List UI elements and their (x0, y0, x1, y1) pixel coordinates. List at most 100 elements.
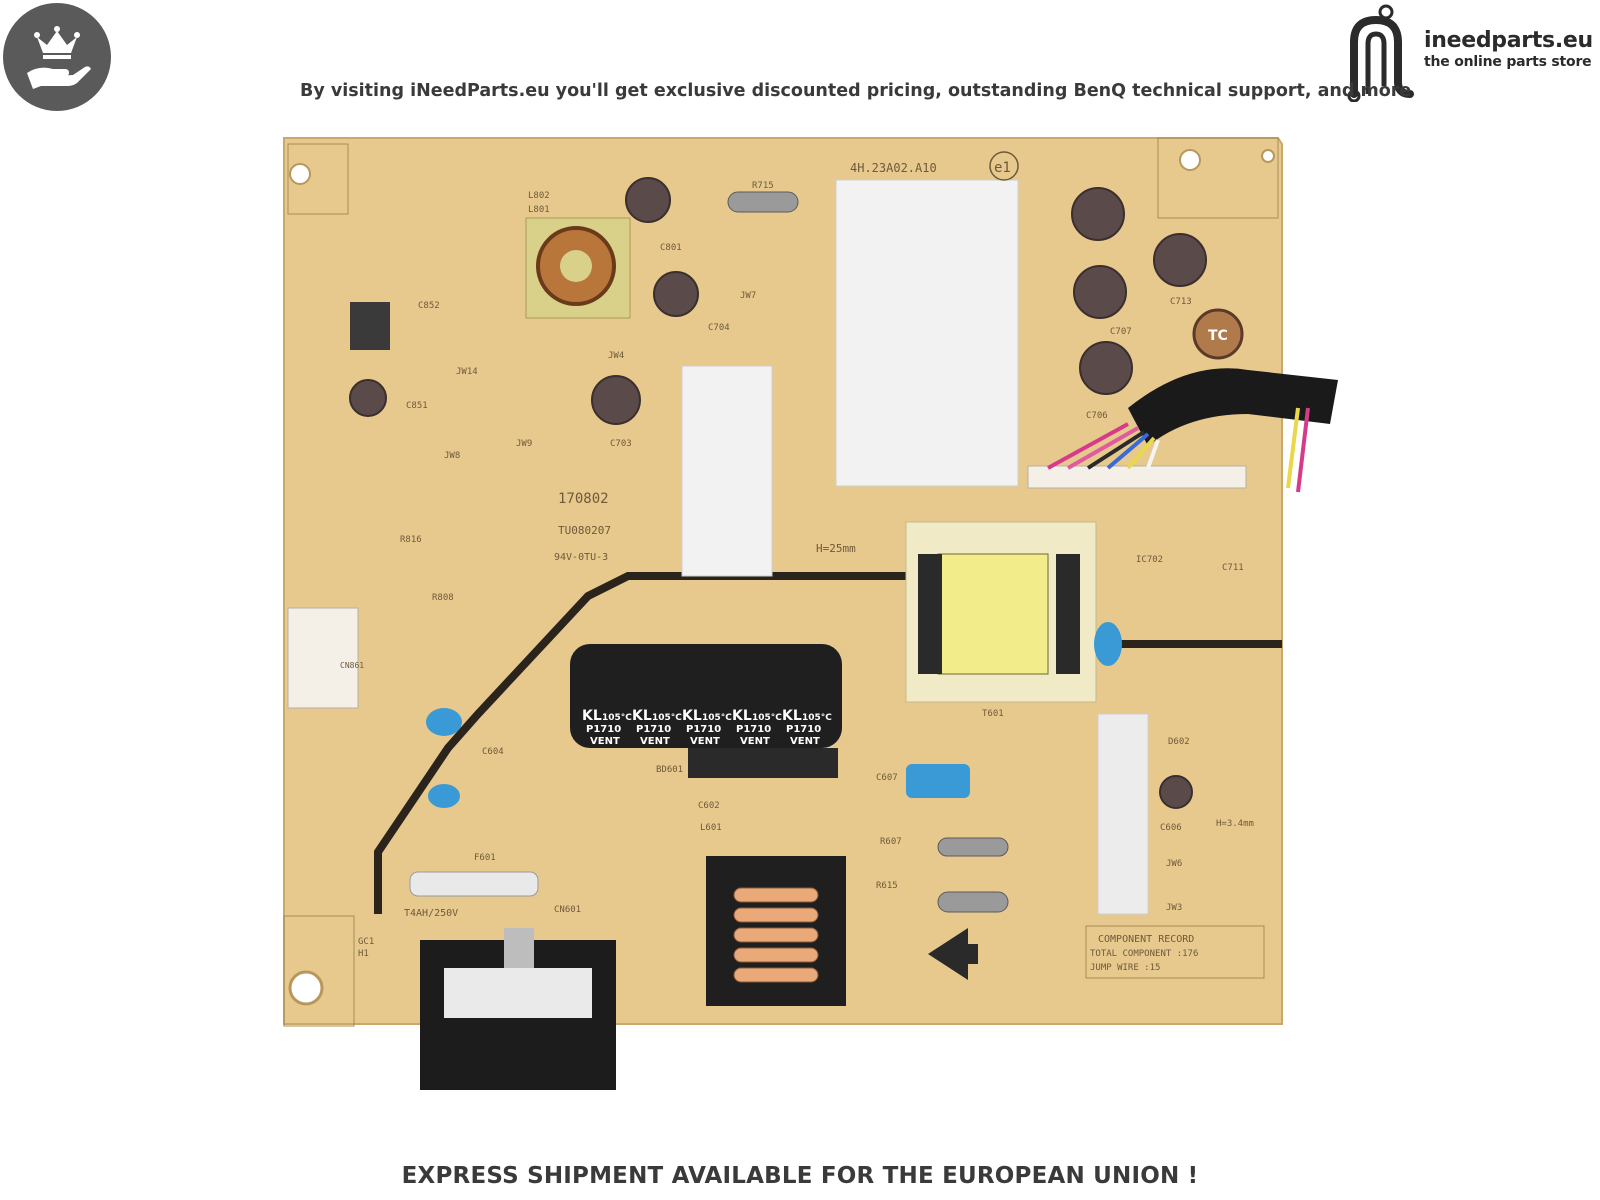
svg-text:R607: R607 (880, 837, 902, 847)
date-code: 170802 (558, 491, 609, 507)
svg-text:C704: C704 (708, 323, 730, 333)
y-capacitors (426, 622, 1122, 808)
height-note-1: H=25mm (816, 542, 856, 555)
mount-hole-icon (1261, 149, 1275, 163)
trace (374, 572, 908, 914)
svg-text:JW4: JW4 (608, 351, 624, 361)
svg-text:H1: H1 (358, 949, 369, 959)
svg-text:C852: C852 (418, 301, 440, 311)
fuse-rating: T4AH/250V (404, 908, 458, 919)
product-photo-power-board: KL KL KL KL KL 105°C 105°C 105°C 105°C 1… (283, 137, 1338, 1090)
e1-mark: e1 (994, 160, 1011, 176)
mount-hole-icon (289, 163, 311, 185)
svg-text:105°C: 105°C (752, 713, 782, 723)
lot-code: TU080207 (558, 524, 611, 537)
svg-text:VENT: VENT (690, 736, 720, 747)
flame-rating: 94V-0TU-3 (554, 552, 608, 563)
cap-code-label: P1710 (586, 724, 621, 735)
svg-text:JW6: JW6 (1166, 859, 1182, 869)
component-record-total: TOTAL COMPONENT :176 (1090, 949, 1198, 959)
brand-name: ineedparts.eu (1424, 28, 1593, 53)
crown-hand-icon (27, 26, 91, 89)
svg-text:KL: KL (682, 708, 702, 724)
fuse-f601 (409, 871, 539, 897)
brand-tagline: the online parts store (1424, 54, 1592, 70)
mount-hole-icon (1179, 149, 1201, 171)
height-note-2: H=3.4mm (1216, 819, 1254, 829)
svg-text:C851: C851 (406, 401, 428, 411)
pcb-board (283, 137, 1283, 1025)
bridge-rectifier (688, 748, 838, 778)
ground-lug-icon (288, 970, 324, 1006)
svg-text:T601: T601 (982, 709, 1004, 719)
svg-text:R808: R808 (432, 593, 454, 603)
svg-text:C711: C711 (1222, 563, 1244, 573)
svg-text:VENT: VENT (640, 736, 670, 747)
footer-shipping-text: EXPRESS SHIPMENT AVAILABLE FOR THE EUROP… (401, 1163, 1199, 1189)
cap-brand-label: KL (582, 708, 602, 724)
svg-text:CN861: CN861 (340, 661, 364, 670)
crown-hand-badge (3, 3, 111, 111)
svg-text:105°C: 105°C (702, 713, 732, 723)
svg-text:L601: L601 (700, 823, 722, 833)
svg-text:JW7: JW7 (740, 291, 756, 301)
svg-text:L802: L802 (528, 191, 550, 201)
svg-text:KL: KL (782, 708, 802, 724)
svg-text:GC1: GC1 (358, 937, 374, 947)
bulk-capacitor (570, 644, 842, 748)
svg-text:IC702: IC702 (1136, 555, 1163, 565)
promo-text: By visiting iNeedParts.eu you'll get exc… (300, 81, 1412, 101)
svg-text:F601: F601 (474, 853, 496, 863)
svg-text:P1710: P1710 (736, 724, 771, 735)
e1-mark-icon (989, 151, 1019, 181)
svg-text:C606: C606 (1160, 823, 1182, 833)
svg-text:KL: KL (632, 708, 652, 724)
svg-text:C607: C607 (876, 773, 898, 783)
svg-text:BD601: BD601 (656, 765, 683, 775)
heatsink-secondary (1097, 713, 1149, 915)
svg-text:C703: C703 (610, 439, 632, 449)
svg-text:R615: R615 (876, 881, 898, 891)
cap-vent-label: VENT (590, 736, 620, 747)
svg-text:KL: KL (732, 708, 752, 724)
component-designators: CN861 CN601 F601 L601 T601 IC702 C711 C7… (340, 181, 1244, 959)
svg-text:JW14: JW14 (456, 367, 478, 377)
svg-text:C604: C604 (482, 747, 504, 757)
svg-text:JW8: JW8 (444, 451, 460, 461)
svg-text:C713: C713 (1170, 297, 1192, 307)
capacitor-c713 (1192, 308, 1244, 360)
connector-cn861 (287, 607, 359, 709)
tc-label: TC (1208, 328, 1228, 344)
power-resistors (727, 191, 1009, 913)
svg-text:C602: C602 (698, 801, 720, 811)
component-record-title: COMPONENT RECORD (1098, 934, 1194, 945)
component-record-jump: JUMP WIRE :15 (1090, 963, 1160, 973)
direction-arrow-icon (928, 928, 978, 980)
svg-text:VENT: VENT (740, 736, 770, 747)
svg-text:C706: C706 (1086, 411, 1108, 421)
svg-text:VENT: VENT (790, 736, 820, 747)
component-record-box (1085, 925, 1265, 979)
svg-text:D602: D602 (1168, 737, 1190, 747)
capacitor-c852 (350, 302, 390, 350)
svg-text:JW9: JW9 (516, 439, 532, 449)
board-part-number: 4H.23A02.A10 (850, 161, 937, 175)
cap-temp-label: 105°C (602, 713, 632, 723)
connector-cn (1027, 465, 1247, 489)
heatsink-shield-main (835, 179, 1019, 487)
svg-text:C707: C707 (1110, 327, 1132, 337)
svg-text:P1710: P1710 (686, 724, 721, 735)
svg-text:105°C: 105°C (802, 713, 832, 723)
svg-text:P1710: P1710 (636, 724, 671, 735)
svg-text:P1710: P1710 (786, 724, 821, 735)
brand-logo: ineedparts.eu the online parts store (1344, 2, 1600, 102)
svg-text:C801: C801 (660, 243, 682, 253)
heatsink-shield-small (681, 365, 773, 577)
svg-text:R816: R816 (400, 535, 422, 545)
wire-harness (1128, 368, 1338, 446)
svg-text:105°C: 105°C (652, 713, 682, 723)
electrolytic-caps (349, 177, 1207, 809)
svg-text:L801: L801 (528, 205, 550, 215)
svg-text:R715: R715 (752, 181, 774, 191)
svg-text:CN601: CN601 (554, 905, 581, 915)
